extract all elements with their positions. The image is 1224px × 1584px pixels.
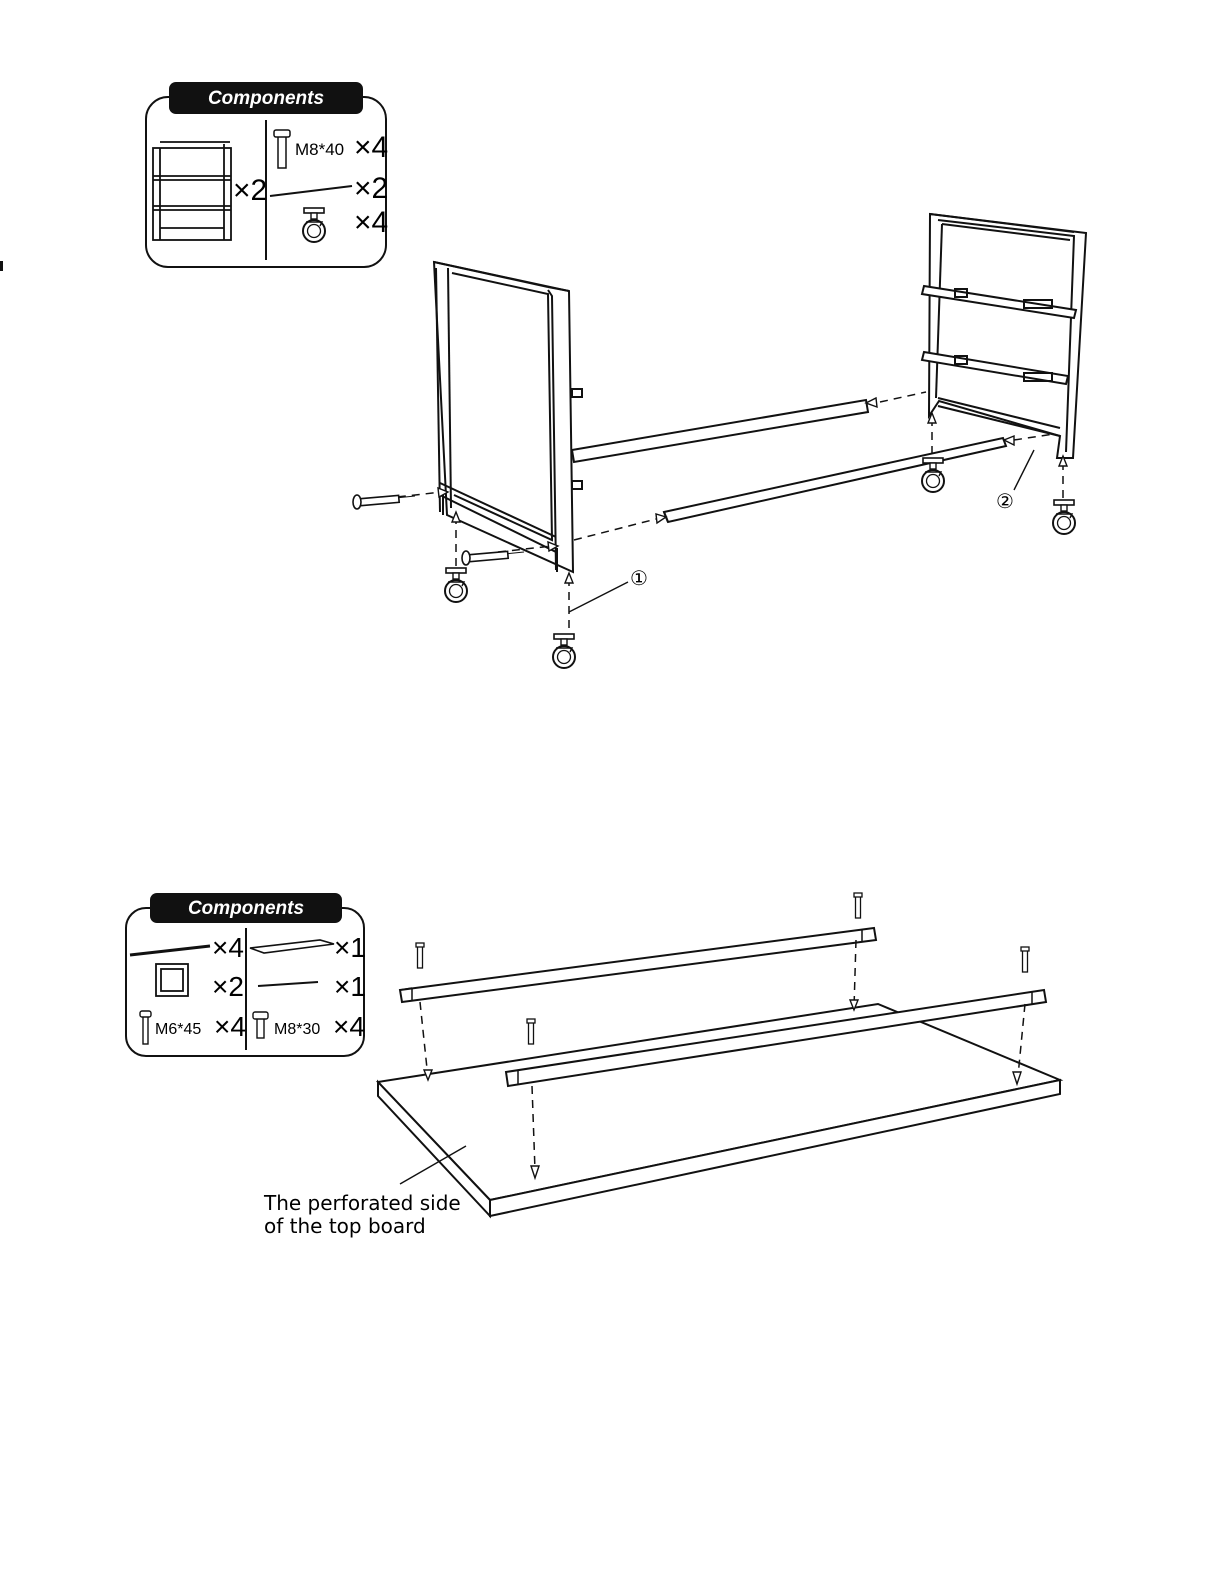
caster-wheel-icon (553, 634, 575, 668)
caster-wheel-qty: ×4 (354, 206, 388, 239)
step1-components-title: Components (208, 88, 324, 109)
callout-2: ② (996, 489, 1014, 513)
bolt-icon (1021, 947, 1029, 972)
step1-assembly-drawing (434, 214, 1086, 572)
m6x45-qty: ×4 (214, 1011, 246, 1042)
m8x40-label: M8*40 (295, 140, 344, 159)
note-text-line-1: The perforated side (263, 1191, 461, 1215)
caster-wheel-icon (445, 568, 467, 602)
square-frame-qty: ×2 (212, 971, 244, 1002)
top-board-qty: ×1 (334, 932, 366, 963)
callout-1-leader (569, 582, 628, 612)
step1-components-box: Components ×2 M8*40 ×4 ×2 ×4 (146, 82, 388, 267)
m8x30-label: M8*30 (274, 1021, 320, 1038)
m8x30-qty: ×4 (333, 1011, 365, 1042)
caster-wheel-icon (303, 208, 325, 242)
step2-components-title: Components (188, 898, 304, 919)
bolt-icon (854, 893, 862, 918)
rail-qty: ×4 (212, 932, 244, 963)
caster-wheel-icon (922, 458, 944, 492)
side-frame-qty: ×2 (233, 174, 267, 207)
slat-qty: ×1 (334, 971, 366, 1002)
caster-wheel-icon (1053, 500, 1075, 534)
bolt-icon (416, 943, 424, 968)
callout-2-leader (1014, 450, 1034, 490)
bolt-icon (353, 495, 415, 509)
m8x40-qty: ×4 (354, 131, 388, 164)
step2-assembly-drawing (378, 928, 1060, 1216)
m6x45-label: M6*45 (155, 1021, 201, 1038)
bolt-icon (527, 1019, 535, 1044)
margin-mark (0, 261, 3, 271)
long-rail-qty: ×2 (354, 172, 388, 205)
callout-1: ① (630, 566, 648, 590)
step2-components-box: Components ×4 ×1 ×2 ×1 M6*45 ×4 M8*30 ×4 (126, 893, 366, 1056)
bolt-icon (462, 551, 524, 565)
note-text-line-2: of the top board (264, 1214, 426, 1238)
